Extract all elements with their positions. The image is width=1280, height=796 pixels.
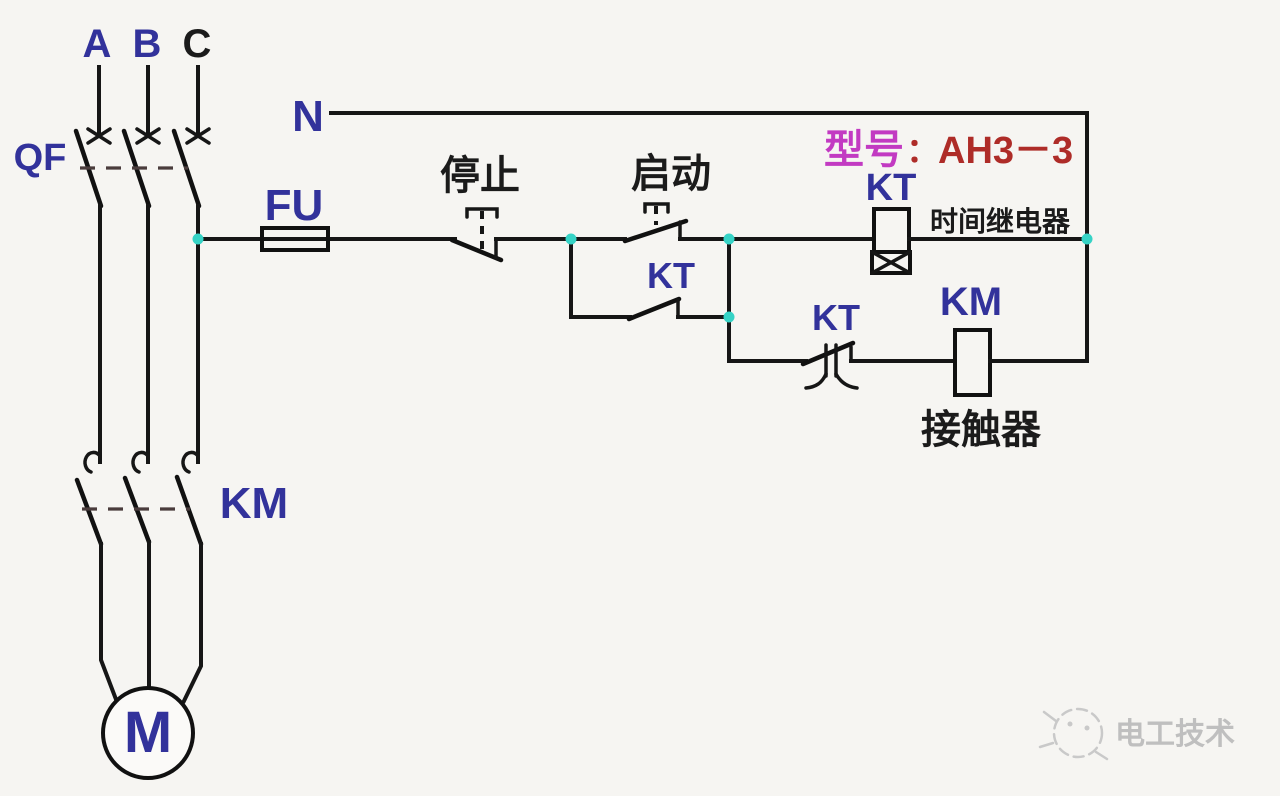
- kt-seal-label: KT: [647, 255, 695, 296]
- neutral-wire: [329, 111, 1089, 363]
- seal-branch-left-wire: [569, 237, 632, 319]
- start-button-label: 启动: [631, 152, 711, 196]
- km-blade-1: [74, 477, 104, 547]
- start-actuator-cap: [643, 202, 670, 214]
- kt-seal-blade: [626, 296, 682, 322]
- km-contact-hook-3: [181, 450, 200, 474]
- kt-delay-element-box: [870, 250, 912, 275]
- model-annotation: 型号 ： AH3－3: [824, 128, 1073, 172]
- watermark-text: 电工技术: [1115, 718, 1235, 751]
- neutral-label: N: [292, 92, 324, 141]
- watermark-logo-icon: [1038, 707, 1109, 761]
- time-relay-caption: 时间继电器: [930, 205, 1071, 237]
- kt-coil-label: KT: [866, 167, 917, 209]
- km-coil-body: [953, 328, 992, 397]
- kt-seal-contact: KT: [569, 237, 731, 363]
- junction-dot: [1081, 233, 1093, 245]
- phase-a-lead-arrow: [86, 65, 112, 145]
- motor-circle: [101, 686, 195, 780]
- phase-b-label: B: [133, 22, 162, 66]
- junction-dot: [192, 233, 204, 245]
- motor-label: M: [124, 700, 172, 765]
- km-contact-hook-1: [83, 450, 102, 474]
- model-colon: ：: [906, 132, 940, 170]
- phase-c-label: C: [183, 22, 212, 66]
- qf-breaker: QF: [14, 128, 202, 209]
- motor: M: [99, 540, 203, 780]
- phase-b-lead-arrow: [135, 65, 161, 145]
- phase-c-lead-arrow: [185, 65, 211, 145]
- junction-dot: [723, 311, 735, 323]
- qf-label: QF: [14, 137, 67, 179]
- motor-lead-1: [99, 542, 120, 705]
- fuse-fu: FU: [196, 181, 457, 252]
- km-coil: KM 接触器: [921, 280, 1089, 452]
- kt-delay-contact: KT: [727, 297, 957, 390]
- km-contact-hook-2: [131, 450, 150, 474]
- stop-blade: [449, 237, 504, 263]
- model-label: 型号: [824, 128, 904, 172]
- junction-dot: [565, 233, 577, 245]
- fuse-body: [260, 226, 330, 252]
- power-wires: [98, 204, 200, 464]
- start-blade: [622, 218, 689, 244]
- motor-lead-3: [181, 542, 203, 704]
- kt-delay-element-x2: [870, 250, 912, 275]
- km-coil-label: KM: [940, 280, 1002, 324]
- kt-delay-label: KT: [812, 297, 860, 338]
- fuse-label: FU: [265, 181, 324, 230]
- three-phase-input: A B C: [83, 22, 212, 145]
- phase-a-label: A: [83, 22, 112, 66]
- junction-dots: [192, 233, 1093, 323]
- junction-dot: [723, 233, 735, 245]
- kt-delay-blade: [800, 340, 856, 367]
- km-main-contacts: KM: [74, 450, 288, 547]
- stop-button: 停止: [440, 154, 627, 263]
- kt-delay-leg-right: [834, 372, 859, 390]
- model-value: AH3－3: [938, 130, 1073, 172]
- contactor-caption: 接触器: [921, 408, 1042, 452]
- kt-coil: KT 时间继电器: [866, 167, 1089, 275]
- kt-delay-leg-left: [804, 372, 828, 390]
- stop-actuator-cap: [465, 207, 499, 219]
- neutral-line: N: [292, 92, 1089, 363]
- km-main-label: KM: [220, 479, 288, 528]
- kt-coil-body: [872, 207, 911, 254]
- watermark: 电工技术: [1038, 707, 1235, 761]
- start-button: 启动: [622, 152, 876, 244]
- stop-button-label: 停止: [440, 154, 520, 198]
